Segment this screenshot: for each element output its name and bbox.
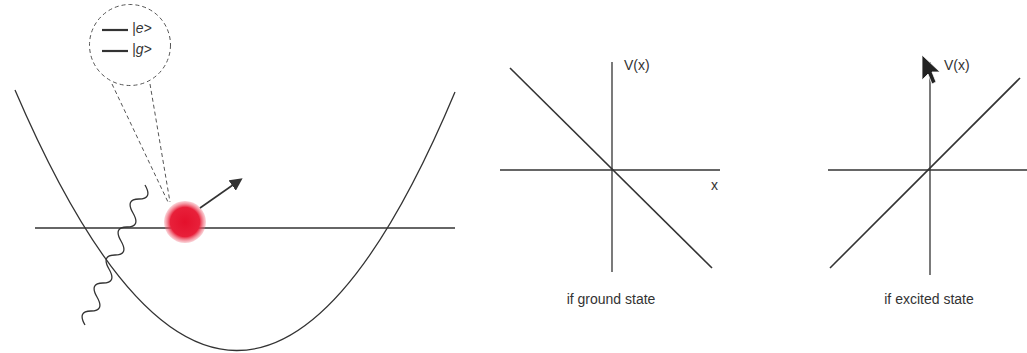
- zoom-line: [150, 84, 170, 202]
- axis-label: x: [711, 178, 718, 193]
- axis-label: V(x): [624, 58, 650, 73]
- momentum-arrow: [200, 180, 240, 208]
- caption-text: if excited state: [884, 292, 974, 307]
- zoom-inset: |e> |g>: [88, 3, 172, 87]
- x-axis: [500, 169, 720, 170]
- caption-text: if ground state: [567, 292, 656, 307]
- harmonic-potential: [15, 90, 455, 351]
- axis-label: V(x): [944, 58, 970, 73]
- energy-level: [102, 50, 128, 52]
- baseline: [35, 227, 455, 228]
- potential-line: [830, 78, 1020, 268]
- dashed-circle: [88, 3, 172, 87]
- state-label: |g>: [132, 42, 152, 57]
- v-axis: [611, 62, 612, 272]
- energy-level: [102, 29, 128, 31]
- mouse-cursor: [922, 55, 940, 84]
- state-label: |e>: [132, 21, 152, 36]
- potential-line: [510, 68, 712, 268]
- photon-wave: [82, 185, 148, 325]
